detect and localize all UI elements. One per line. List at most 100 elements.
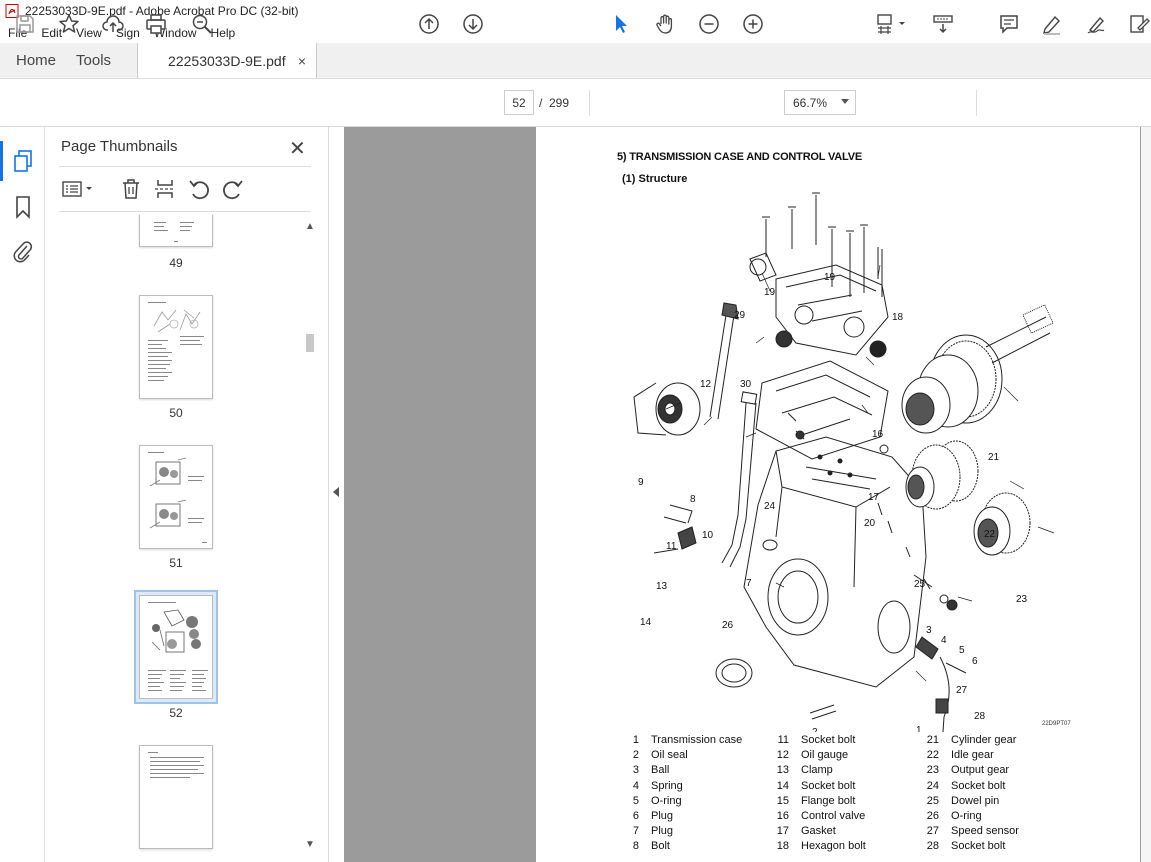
part-number: 7 <box>632 825 639 838</box>
part-number: 14 <box>776 779 789 792</box>
callout-label: 19 <box>764 287 776 298</box>
callout-label: 26 <box>722 620 734 631</box>
upload-cloud-icon[interactable] <box>101 12 125 36</box>
callout-label: 1 <box>916 725 922 732</box>
comment-icon[interactable] <box>997 12 1021 36</box>
highlight-pen-icon[interactable] <box>1040 12 1064 36</box>
callout-label: 19 <box>824 272 836 283</box>
callout-label: 20 <box>864 518 876 529</box>
callout-labels: 1 2 3 4 5 6 7 8 9 10 11 12 13 14 15 16 1… <box>638 272 1028 732</box>
part-name: Socket bolt <box>951 779 1006 792</box>
callout-label: 24 <box>764 501 776 512</box>
scroll-mode-icon[interactable] <box>931 12 955 36</box>
edit-tools-icon[interactable] <box>1127 12 1151 36</box>
part-number: 3 <box>632 764 639 777</box>
parts-list-row: 17 Gasket <box>772 825 866 840</box>
callout-label: 17 <box>868 492 880 503</box>
delete-page-icon[interactable] <box>119 177 143 201</box>
part-name: Ball <box>651 764 670 777</box>
part-number: 11 <box>777 734 789 746</box>
part-name: Transmission case <box>651 734 743 746</box>
callout-label: 8 <box>690 494 696 505</box>
part-number: 17 <box>776 825 789 838</box>
section-heading: 5) TRANSMISSION CASE AND CONTROL VALVE <box>617 151 863 163</box>
menu-edit[interactable]: Edit <box>41 25 63 40</box>
menu-help[interactable]: Help <box>210 25 236 40</box>
bookmarks-icon[interactable] <box>11 195 35 219</box>
rotate-counterclockwise-icon[interactable] <box>187 177 211 201</box>
section-subheading: (1) Structure <box>622 173 688 185</box>
close-panel-icon[interactable]: ✕ <box>289 138 306 160</box>
tab-home[interactable]: Home <box>16 52 57 69</box>
hand-tool-icon[interactable] <box>653 12 677 36</box>
scrollbar-thumb[interactable] <box>306 334 314 352</box>
save-icon[interactable] <box>13 12 37 36</box>
thumbnail-options-menu-icon[interactable] <box>61 177 95 201</box>
part-number: 25 <box>926 794 939 807</box>
tab-document-label: 22253033D-9E.pdf <box>168 52 286 69</box>
page-separator: / <box>539 96 543 110</box>
sign-pen-icon[interactable] <box>1084 12 1108 36</box>
thumbnail-label: 50 <box>169 406 183 420</box>
attachment-paperclip-icon[interactable] <box>11 240 35 264</box>
extract-pages-icon[interactable] <box>153 177 177 201</box>
page-fit-icon[interactable] <box>875 12 911 36</box>
zoom-out-icon[interactable] <box>697 12 721 36</box>
find-zoom-icon[interactable] <box>190 12 214 36</box>
page-thumbnail-51[interactable] <box>139 445 213 549</box>
exploded-view-diagram: 1 2 3 4 5 6 7 8 9 10 11 12 13 14 15 16 1… <box>633 192 1055 732</box>
viewer-scrollbar[interactable] <box>1141 127 1151 862</box>
next-page-icon[interactable] <box>461 12 485 36</box>
page-thumbnail-50[interactable] <box>139 295 213 399</box>
select-cursor-icon[interactable] <box>609 12 633 36</box>
print-icon[interactable] <box>144 12 168 36</box>
callout-label: 14 <box>640 617 652 628</box>
page-thumbnail-52[interactable] <box>134 590 218 704</box>
thumbnail-label: 52 <box>169 706 183 720</box>
zoom-level-select[interactable]: 66.7% <box>784 90 856 115</box>
previous-page-icon[interactable] <box>417 12 441 36</box>
part-name: O-ring <box>651 794 682 807</box>
part-number: 6 <box>632 809 639 822</box>
scroll-up-icon[interactable]: ▲ <box>305 221 315 232</box>
menu-view[interactable]: View <box>76 25 102 40</box>
tab-close-icon[interactable]: × <box>297 52 307 69</box>
callout-label: 3 <box>926 625 932 636</box>
part-name: Clamp <box>801 764 833 777</box>
tab-tools[interactable]: Tools <box>76 52 112 69</box>
part-number: 4 <box>632 779 639 792</box>
rotate-clockwise-icon[interactable] <box>221 177 245 201</box>
collapse-panel-handle[interactable] <box>328 127 344 862</box>
callout-label: 21 <box>988 452 1000 463</box>
part-number: 13 <box>776 764 789 777</box>
figure-code: 22D9PT07 <box>1042 721 1071 727</box>
page-thumbnails-icon[interactable] <box>0 141 45 181</box>
thumbnails-scrollbar[interactable]: ▲ ▼ <box>303 217 317 857</box>
menu-bar: File Edit View Sign Window Help <box>0 22 1151 43</box>
zoom-in-icon[interactable] <box>741 12 765 36</box>
scroll-down-icon[interactable]: ▼ <box>305 839 315 850</box>
page-thumbnail-49[interactable] <box>139 215 213 247</box>
title-bar: 22253033D-9E.pdf - Adobe Acrobat Pro DC … <box>0 0 1151 22</box>
callout-label: 18 <box>892 312 904 323</box>
document-viewer[interactable]: 5) TRANSMISSION CASE AND CONTROL VALVE (… <box>344 127 1151 862</box>
parts-list-row: 3 Ball <box>622 764 742 779</box>
page-number-input[interactable]: 52 <box>504 90 534 115</box>
panel-title: Page Thumbnails <box>61 138 178 155</box>
part-name: Flange bolt <box>801 794 856 807</box>
page-thumbnail-53[interactable] <box>139 745 213 849</box>
bookmark-star-icon[interactable] <box>57 12 81 36</box>
tab-document[interactable]: 22253033D-9E.pdf × <box>137 43 318 78</box>
part-name: Gasket <box>801 825 836 838</box>
left-navigation-rail <box>0 127 45 862</box>
